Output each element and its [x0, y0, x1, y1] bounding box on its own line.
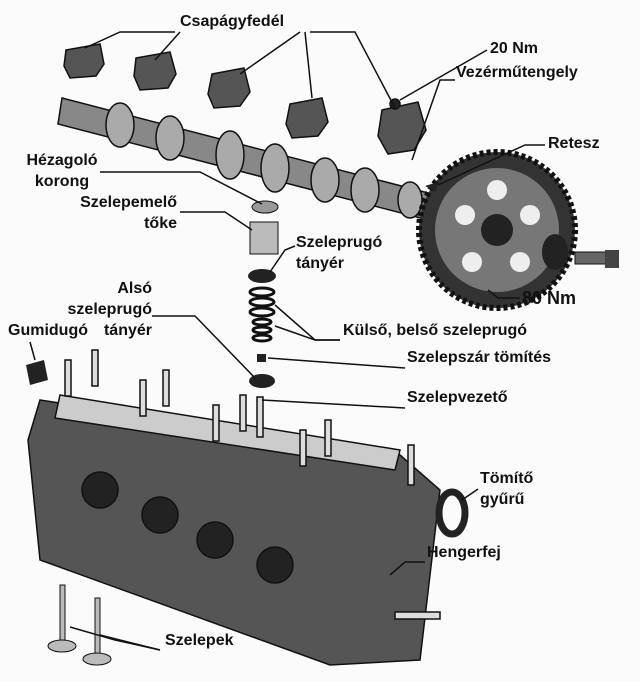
label-seal-ring-line1: Tömítő: [480, 470, 534, 487]
label-valve-guide: Szelepvezető: [407, 389, 508, 406]
leader-lines: [29, 31, 545, 651]
key: [425, 182, 438, 192]
label-tappet-line2: tőke: [144, 215, 177, 232]
label-tappet: Szelepemelő tőke: [60, 192, 177, 234]
label-camshaft: Vezérműtengely: [456, 64, 578, 81]
rubber-plug: [26, 360, 48, 385]
springs: [248, 286, 276, 343]
label-shim-line2: korong: [34, 173, 90, 190]
label-torque-20nm: 20 Nm: [490, 40, 539, 57]
spring-retainer: [248, 269, 276, 283]
label-spring-retainer-line1: Szeleprugó: [296, 234, 383, 251]
label-spring-retainer-line2: tányér: [296, 255, 345, 272]
shim: [251, 200, 279, 214]
label-lower-seat-line2: szeleprugó: [67, 301, 152, 318]
label-key: Retesz: [548, 135, 600, 152]
label-seal-ring-line2: gyűrű: [480, 491, 525, 508]
label-cylinder-head: Hengerfej: [427, 544, 501, 561]
label-seal-ring: Tömítő gyűrű: [480, 468, 533, 510]
label-shim: Hézagoló korong: [24, 150, 100, 192]
label-bearing-cap: Csapágyfedél: [180, 13, 285, 30]
label-shim-line1: Hézagoló: [26, 152, 98, 169]
tappet: [249, 221, 279, 255]
label-lower-seat-line3: tányér: [103, 322, 152, 339]
label-lower-seat: Alsó szeleprugó tányér: [40, 278, 152, 341]
label-tappet-line1: Szelepemelő: [80, 194, 177, 211]
label-rubber-plug: Gumidugó: [8, 322, 88, 339]
washer: [542, 234, 568, 270]
valves: [47, 584, 112, 666]
label-stem-seal: Szelepszár tömítés: [407, 349, 552, 366]
label-spring-retainer: Szeleprugó tányér: [296, 232, 382, 274]
cylinder-head: [27, 349, 441, 666]
bearing-caps: [63, 43, 427, 155]
camshaft-gear: [416, 149, 578, 311]
bolt: [574, 250, 619, 268]
camshaft: [57, 97, 441, 223]
stem-seal: [257, 354, 266, 362]
seal-ring: [435, 488, 469, 538]
label-springs: Külső, belső szeleprugó: [343, 322, 528, 339]
label-torque-80nm: 80 Nm: [522, 288, 577, 308]
label-valves: Szelepek: [165, 632, 234, 649]
label-lower-seat-line1: Alsó: [117, 280, 152, 297]
